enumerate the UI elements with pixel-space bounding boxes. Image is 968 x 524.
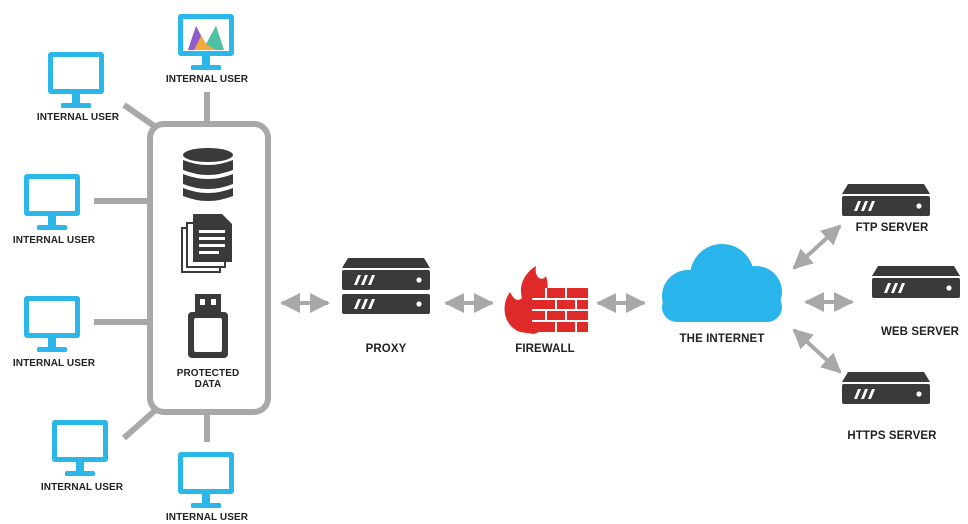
proxy-label: PROXY xyxy=(365,343,407,355)
user-label-3: INTERNAL USER xyxy=(12,358,96,369)
user-label-1: INTERNAL USER xyxy=(36,112,120,123)
user-label-4: INTERNAL USER xyxy=(40,482,124,493)
user-monitor-4 xyxy=(52,420,108,476)
user-monitor-2 xyxy=(24,174,80,230)
proxy-server-icon xyxy=(342,258,430,314)
user-label-bottom: INTERNAL USER xyxy=(165,512,249,523)
documents-icon xyxy=(181,214,232,273)
user-monitor-1 xyxy=(48,52,104,108)
firewall-label: FIREWALL xyxy=(515,343,575,355)
arrows xyxy=(280,224,854,374)
ftp-server-label: FTP SERVER xyxy=(855,222,929,234)
user-label-2: INTERNAL USER xyxy=(12,235,96,246)
protected-data-label-line2: DATA xyxy=(194,379,222,390)
web-server-icon xyxy=(872,266,960,298)
protected-data-label: PROTECTED DATA xyxy=(177,368,240,390)
user-monitor-bottom xyxy=(178,452,234,508)
arrow-internet-ftp xyxy=(792,224,842,270)
user-monitor-top xyxy=(178,14,234,70)
user-monitor-3 xyxy=(24,296,80,352)
https-server-label: HTTPS SERVER xyxy=(847,430,937,442)
internet-label: THE INTERNET xyxy=(679,333,765,345)
web-server-label: WEB SERVER xyxy=(880,326,960,338)
protected-data-label-line1: PROTECTED xyxy=(176,368,240,379)
usb-drive-icon xyxy=(188,294,228,358)
database-icon xyxy=(183,148,233,201)
https-server-icon xyxy=(842,372,930,404)
ftp-server-icon xyxy=(842,184,930,216)
cloud-icon xyxy=(662,244,782,322)
firewall-icon xyxy=(504,266,588,334)
user-label-top: INTERNAL USER xyxy=(165,74,249,85)
user-connectors xyxy=(94,92,210,442)
arrow-internet-https xyxy=(792,328,842,374)
